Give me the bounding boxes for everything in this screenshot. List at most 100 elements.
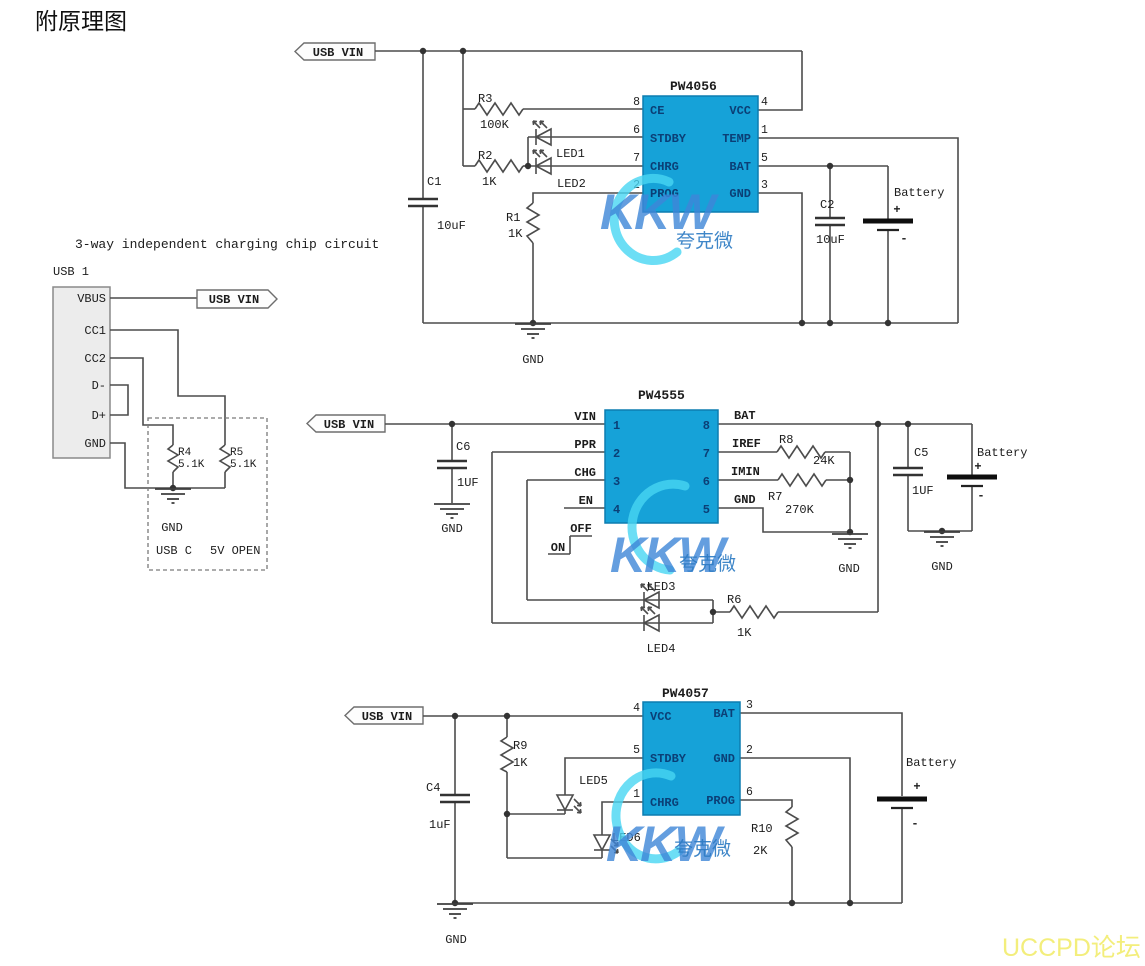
- resistor-r7: [777, 473, 827, 487]
- pw4057-chip-name: PW4057: [662, 686, 709, 701]
- pw4057-tag: USB VIN: [343, 706, 424, 725]
- pw4057-chip-body: [642, 701, 741, 816]
- r4-value: 5.1K: [178, 459, 205, 471]
- led2-label: LED2: [557, 177, 586, 191]
- pin-num-1: 1: [633, 788, 640, 801]
- battery-plus: +: [974, 460, 981, 474]
- usb1-connector-body: [52, 286, 111, 459]
- r9-ref: R9: [513, 739, 527, 753]
- watermark-logo: KKW: [610, 527, 729, 583]
- pin-vcc: VCC: [729, 104, 751, 118]
- battery-minus: -: [911, 817, 918, 831]
- capacitor-c6: [435, 459, 469, 470]
- pin-iref-label: IREF: [732, 437, 761, 451]
- ground-label: GND: [441, 522, 463, 536]
- junction-dot: [169, 484, 177, 492]
- r8-ref: R8: [779, 433, 793, 447]
- pin-num-8: 8: [703, 419, 710, 433]
- resistor-r5: [219, 444, 231, 473]
- kkw-watermark-middle: KKW 夸克微: [610, 479, 736, 583]
- pin-num-3: 3: [746, 699, 753, 712]
- resistor-r10: [785, 806, 799, 848]
- r10-ref: R10: [751, 822, 773, 836]
- c5-value: 1UF: [912, 484, 934, 498]
- kkw-watermark-top: KKW 夸克微: [600, 174, 733, 265]
- led1-label: LED1: [556, 147, 585, 161]
- battery-plus: +: [913, 780, 920, 794]
- r2-ref: R2: [478, 149, 492, 163]
- pw4555-tag: USB VIN: [305, 414, 386, 433]
- usb1-pin-dplus: D+: [92, 409, 106, 423]
- battery-plus: +: [893, 203, 900, 217]
- circuit-pw4057: USB VIN: [343, 686, 956, 947]
- circuit-caption: 3-way independent charging chip circuit: [75, 237, 379, 252]
- battery-label: Battery: [977, 446, 1027, 460]
- pin-prog: PROG: [706, 794, 735, 808]
- c1-value: 10uF: [437, 219, 466, 233]
- usb-vin-tag-label: USB VIN: [324, 418, 374, 432]
- capacitor-c5: [891, 466, 925, 477]
- pw4056-wires: [375, 50, 959, 324]
- pin-bat: BAT: [729, 160, 751, 174]
- circuit-pw4555: USB VIN: [305, 388, 1027, 656]
- r7-ref: R7: [768, 490, 782, 504]
- c6-ref: C6: [456, 440, 470, 454]
- c6-value: 1UF: [457, 476, 479, 490]
- usb-vin-tag-label: USB VIN: [313, 46, 363, 60]
- usb-vin-tag-connector: USB VIN: [196, 289, 278, 309]
- pin-num-7: 7: [703, 447, 710, 461]
- pin-vcc: VCC: [650, 710, 672, 724]
- r5-ref: R5: [230, 447, 243, 459]
- resistor-r6: [729, 605, 779, 619]
- pin-num-1: 1: [761, 124, 768, 137]
- pin-num-4: 4: [613, 503, 620, 517]
- usb1-wires: [110, 297, 226, 489]
- pin-num-2: 2: [746, 744, 753, 757]
- pin-num-6: 6: [746, 786, 753, 799]
- battery-minus: -: [900, 232, 907, 246]
- resistor-r9: [500, 736, 514, 773]
- r6-ref: R6: [727, 593, 741, 607]
- r5-value: 5.1K: [230, 459, 257, 471]
- ground-label: GND: [838, 562, 860, 576]
- switch-on-label: ON: [551, 541, 565, 555]
- c2-ref: C2: [820, 198, 834, 212]
- usb1-pin-dminus: D-: [92, 379, 106, 393]
- r10-value: 2K: [753, 844, 768, 858]
- usb1-pin-vbus: VBUS: [77, 292, 106, 306]
- usbc-caption: USB C: [156, 544, 192, 558]
- r1-ref: R1: [506, 211, 520, 225]
- pw4056-tag: USB VIN: [293, 42, 376, 61]
- led1-symbol: [532, 120, 552, 146]
- watermark-swoosh-icon: [609, 174, 682, 265]
- usb1-title: USB 1: [53, 265, 89, 279]
- usb1-pin-cc1: CC1: [84, 324, 106, 338]
- resistor-r1: [526, 202, 540, 244]
- pw4555-wires: [385, 423, 973, 624]
- battery-label: Battery: [894, 186, 944, 200]
- pin-num-5: 5: [633, 744, 640, 757]
- r9-value: 1K: [513, 756, 528, 770]
- led3-label: LED3: [647, 580, 676, 594]
- pw4056-chip-body: [642, 95, 759, 213]
- pin-chrg: CHRG: [650, 160, 679, 174]
- watermark-brand: 夸克微: [676, 230, 733, 252]
- watermark-brand: 夸克微: [679, 553, 736, 575]
- pin-num-3: 3: [761, 179, 768, 192]
- pin-num-4: 4: [633, 702, 640, 715]
- battery-label: Battery: [906, 756, 956, 770]
- ground-label: GND: [931, 560, 953, 574]
- led4-symbol: [640, 606, 660, 632]
- usb-vin-tag-label: USB VIN: [209, 293, 259, 307]
- pin-gnd: GND: [729, 187, 751, 201]
- capacitor-c4: [438, 793, 472, 804]
- page-title: 附原理图: [35, 9, 127, 35]
- pin-chg-label: CHG: [574, 466, 596, 480]
- pin-num-5: 5: [703, 503, 710, 517]
- watermark-logo: KKW: [600, 184, 719, 240]
- pw4057-wires: [423, 712, 903, 904]
- pin-num-5: 5: [761, 152, 768, 165]
- r8-value: 24K: [813, 454, 835, 468]
- pin-stdby: STDBY: [650, 132, 687, 146]
- pin-en-label: EN: [579, 494, 593, 508]
